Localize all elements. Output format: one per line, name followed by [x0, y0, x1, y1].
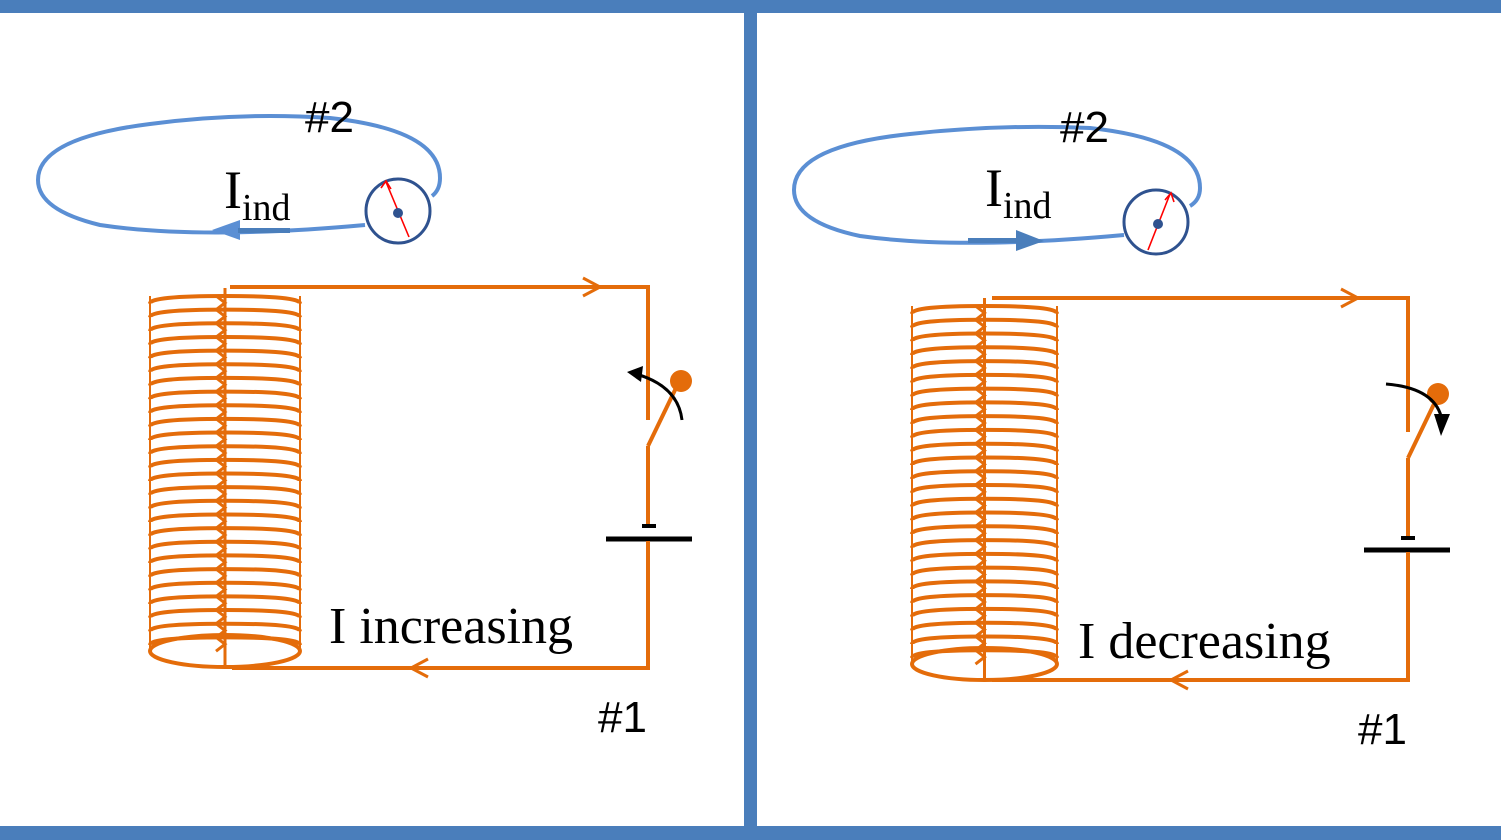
- solenoid: [910, 298, 1059, 682]
- panel-left: #2 Iind I increasing #1: [35, 93, 692, 742]
- induced-current-main: I: [985, 158, 1003, 218]
- galvanometer: [364, 177, 432, 245]
- right-wire-lower: [992, 552, 1410, 682]
- loop-2: [791, 124, 1203, 256]
- frame-divider: [744, 0, 757, 840]
- switch-blade: [646, 387, 678, 447]
- circuit-label: #1: [598, 693, 647, 742]
- galvanometer-pivot: [1153, 219, 1163, 229]
- solenoid: [148, 288, 302, 669]
- current-status: I increasing: [329, 598, 573, 655]
- induced-current-label: Iind: [224, 160, 291, 229]
- switch-contact: [1427, 383, 1449, 405]
- panel-right: #2 Iind I decreasing #1: [791, 103, 1450, 754]
- switch-blade: [1406, 403, 1436, 459]
- galvanometer: [1122, 188, 1190, 256]
- switch-contact: [670, 370, 692, 392]
- induced-current-label: Iind: [985, 158, 1052, 227]
- right-wire-lower: [232, 541, 650, 670]
- induced-current-arrow: [1016, 230, 1044, 251]
- galvanometer-pivot: [393, 208, 403, 218]
- switch-motion-arrow: [635, 372, 684, 421]
- induced-current-arrow: [212, 220, 240, 240]
- induced-current-sub: ind: [1003, 185, 1052, 227]
- loop-2-wire: [791, 124, 1203, 245]
- circuit-label: #1: [1358, 705, 1407, 754]
- loop-label: #2: [305, 93, 354, 142]
- current-status: I decreasing: [1078, 613, 1331, 670]
- loop-2: [35, 114, 443, 245]
- circuit-1: [910, 287, 1450, 691]
- loop-2-wire: [35, 114, 443, 235]
- induced-current-sub: ind: [242, 187, 291, 229]
- induced-current-main: I: [224, 160, 242, 220]
- loop-label: #2: [1060, 103, 1109, 152]
- top-wire: [230, 285, 650, 420]
- circuit-1: [148, 276, 692, 679]
